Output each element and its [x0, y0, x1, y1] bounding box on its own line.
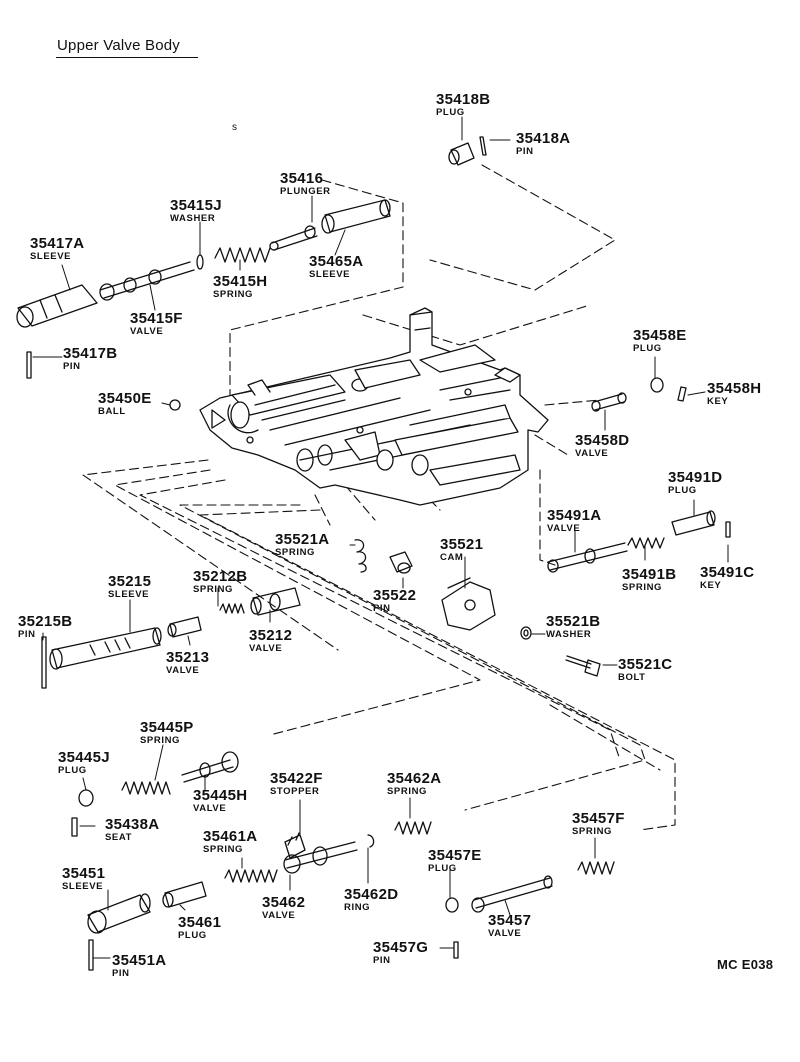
spring-35445P: [121, 781, 171, 795]
valve-35462: [283, 841, 358, 874]
sleeve-35417A: [16, 284, 98, 328]
plug-35458E: [650, 377, 664, 393]
spring-35521A: [354, 539, 367, 573]
valve-35457: [471, 875, 553, 913]
stopper-35422F: [284, 832, 306, 859]
sleeve-35215: [49, 627, 162, 670]
spring-35491B: [627, 537, 665, 549]
valve-35415F: [99, 261, 195, 301]
bolt-35521C: [565, 655, 601, 677]
plug-35457E: [445, 897, 459, 913]
valve-35445H: [181, 751, 239, 783]
drawing-code: MC E038: [717, 957, 774, 972]
washer-35521B: [520, 626, 532, 640]
sleeve-35465A: [321, 199, 391, 234]
spring-35212B: [219, 603, 245, 614]
ball-35450E: [169, 399, 181, 411]
seat-35438A: [71, 817, 78, 837]
spring-35462A: [394, 821, 432, 835]
stray-mark: s: [232, 122, 237, 133]
plug-35461: [162, 881, 207, 908]
plug-35491D: [671, 510, 716, 536]
spring-35461A: [224, 869, 278, 883]
spring-35457F: [577, 861, 615, 875]
key-35458H: [677, 386, 687, 402]
cam-35521: [441, 577, 496, 631]
valve-35213: [167, 616, 202, 638]
plug-35445J: [78, 789, 94, 807]
ring-35462D: [367, 834, 375, 848]
pin-35451A: [88, 939, 94, 971]
valve-body-casting: [199, 307, 549, 506]
leader-lines: [32, 116, 729, 959]
valve-35458D: [591, 392, 627, 412]
pin-35457G: [453, 941, 459, 959]
pin-35417B: [26, 351, 32, 379]
valve-35212: [250, 587, 301, 616]
pin-35215B: [41, 636, 47, 689]
key-35491C: [725, 521, 731, 538]
washer-35415J: [196, 254, 204, 270]
plug-35418B: [448, 142, 475, 166]
plunger-35416: [269, 225, 318, 251]
title-underline: [56, 57, 198, 58]
pin-35418A: [479, 136, 487, 156]
valve-35491A: [547, 542, 628, 573]
spring-35415H: [214, 247, 271, 263]
pin-35522: [389, 551, 413, 574]
sleeve-35451: [87, 893, 151, 934]
page-title: Upper Valve Body: [57, 37, 180, 54]
